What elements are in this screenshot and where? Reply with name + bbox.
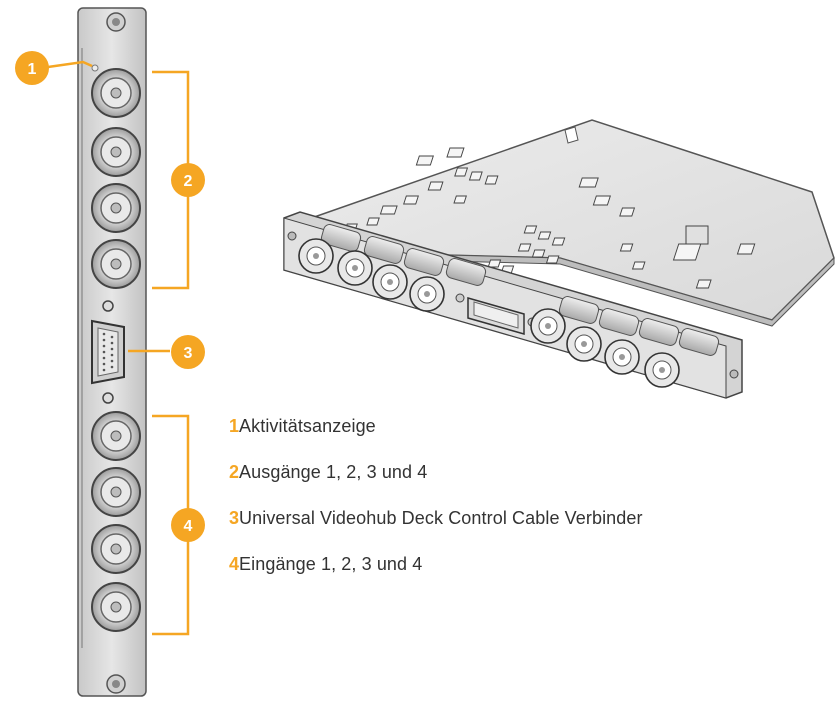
legend-number: 3 xyxy=(229,508,240,528)
bnc-output-3 xyxy=(91,183,141,233)
callout-badge-3: 3 xyxy=(171,335,205,369)
legend-number: 4 xyxy=(229,554,240,574)
svg-text:4: 4 xyxy=(184,518,193,535)
callout-badge-4: 4 xyxy=(171,508,205,542)
legend-label: Ausgänge 1, 2, 3 und 4 xyxy=(239,462,428,482)
screw-icon xyxy=(106,12,126,32)
callout-badge-2: 2 xyxy=(171,163,205,197)
legend-label: Universal Videohub Deck Control Cable Ve… xyxy=(239,508,643,528)
legend-item-1: 1Aktivitätsanzeige xyxy=(229,416,643,439)
legend-item-4: 4Eingänge 1, 2, 3 und 4 xyxy=(229,554,643,577)
svg-text:3: 3 xyxy=(184,345,193,362)
callout-badge-1: 1 xyxy=(15,51,49,85)
svg-text:2: 2 xyxy=(184,173,193,190)
activity-led xyxy=(91,64,99,72)
legend-number: 1 xyxy=(229,416,240,436)
bnc-output-2 xyxy=(91,127,141,177)
callout-legend: 1Aktivitätsanzeige 2Ausgänge 1, 2, 3 und… xyxy=(229,416,643,600)
legend-label: Eingänge 1, 2, 3 und 4 xyxy=(239,554,423,574)
bnc-output-4 xyxy=(91,239,141,289)
bnc-input-4 xyxy=(91,582,141,632)
bnc-input-2 xyxy=(91,467,141,517)
card-deck-control-connector xyxy=(455,293,537,335)
bnc-input-3 xyxy=(91,524,141,574)
callout-line-1 xyxy=(47,60,93,69)
bnc-output-1 xyxy=(91,68,141,118)
bnc-input-1 xyxy=(91,411,141,461)
legend-label: Aktivitätsanzeige xyxy=(239,416,376,436)
screw-icon xyxy=(106,674,126,694)
card-bnc-group-right xyxy=(530,296,720,388)
legend-item-3: 3Universal Videohub Deck Control Cable V… xyxy=(229,508,643,531)
legend-item-2: 2Ausgänge 1, 2, 3 und 4 xyxy=(229,462,643,485)
front-panel xyxy=(77,7,147,697)
legend-number: 2 xyxy=(229,462,240,482)
card-bnc-group-left xyxy=(298,224,487,312)
card-illustration xyxy=(283,119,835,399)
svg-text:1: 1 xyxy=(28,61,37,78)
deck-control-connector xyxy=(91,300,125,404)
